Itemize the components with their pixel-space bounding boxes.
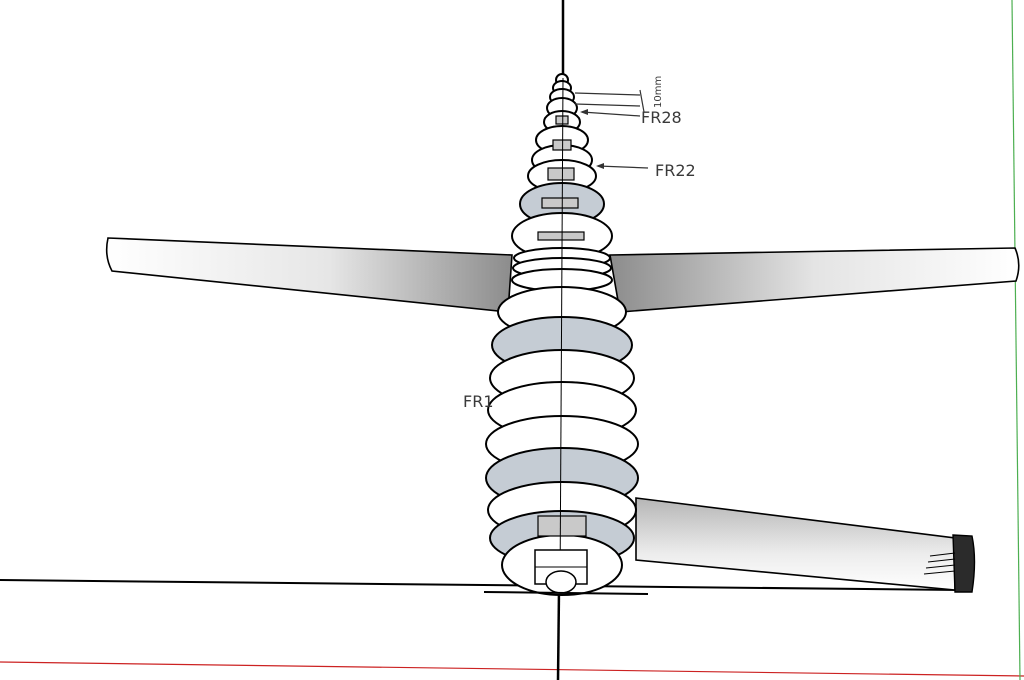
dimension-label: 10mm xyxy=(653,76,664,108)
vertical-fin xyxy=(635,497,956,591)
vertical-axis-bottom xyxy=(556,589,561,680)
label-fr28: FR28 xyxy=(641,108,682,127)
leader-arrowheads xyxy=(580,109,604,169)
green-axis xyxy=(1011,0,1021,680)
frame-cutout xyxy=(555,115,569,125)
ground-line xyxy=(0,579,961,591)
frame-cutout xyxy=(541,197,579,209)
frame-cutout xyxy=(537,515,587,537)
fuselage-frames xyxy=(485,73,639,596)
nose-ring xyxy=(545,570,577,594)
red-axis xyxy=(0,661,1024,677)
right-wing xyxy=(609,247,1020,313)
left-wing xyxy=(105,237,513,313)
base-plate xyxy=(483,591,649,595)
fin-tip-cap xyxy=(952,534,976,593)
frame-cutout xyxy=(552,139,572,151)
label-fr22: FR22 xyxy=(655,161,696,180)
dimension-lines xyxy=(574,89,649,169)
frame-cutout xyxy=(547,167,575,181)
fin-tip-hatching xyxy=(923,552,956,575)
frame-cutout xyxy=(537,231,585,241)
label-fr1: FR1 xyxy=(463,392,494,411)
center-line xyxy=(559,77,564,591)
